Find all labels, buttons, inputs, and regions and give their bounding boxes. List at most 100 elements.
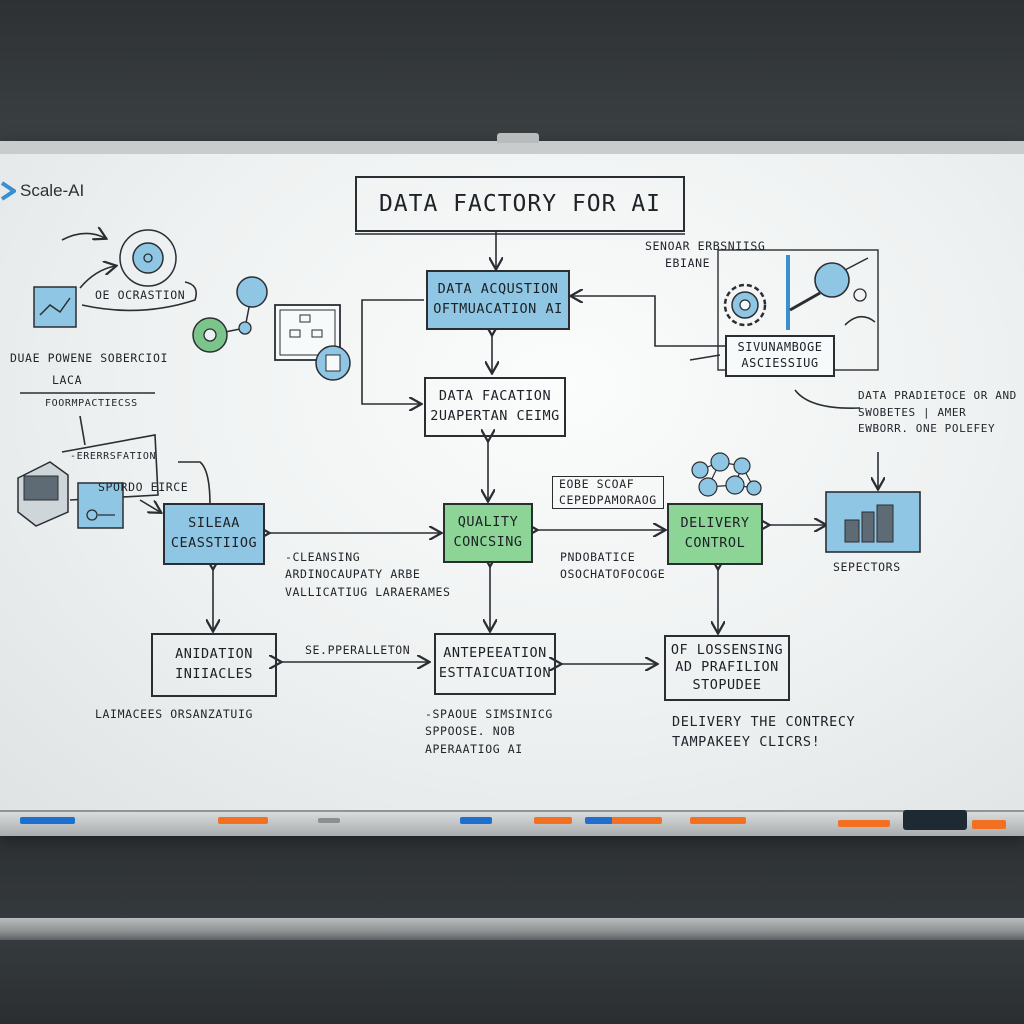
arrow-loop-acquisition-facation (361, 299, 424, 404)
sketch-line-sivun (689, 354, 721, 361)
senoar-line-1: SENOAR ERBSNIISG (645, 239, 766, 253)
sivunamboge-box: SIVUNAMBOGE ASCIESSIUG (725, 335, 835, 377)
arrow-sivun-to-acquisition (572, 296, 730, 347)
blue-marker[interactable] (460, 817, 492, 824)
note-foormpactiecss: FOORMPACTIECSS (45, 398, 138, 409)
data-pradie-line-2: SWOBETES | AMER (858, 405, 967, 419)
note-laca: LACA (52, 373, 83, 387)
spaoue-line-1: -SPAOUE SIMSINICG (425, 707, 553, 721)
acquisition-line-2: OFTMUACATION AI (433, 301, 563, 317)
eobe-line-2: CEPEDPAMORAOG (559, 492, 657, 507)
target-icon (119, 229, 177, 287)
senoar-line-2: EBIANE (665, 256, 711, 271)
lossensing-line-1: OF LOSSENSING (670, 641, 784, 658)
lossensing-line-2: AD PRAFILION (675, 659, 779, 676)
cleansing-line-3: VALLICATIUG LARAERAMES (285, 584, 451, 599)
note-senoar: SENOAR ERBSNIISG EBIANE (645, 238, 765, 273)
quality-line-2: CONCSING (453, 534, 523, 550)
delivery-control-box: DELIVERY CONTROL (667, 503, 763, 565)
delivery-note-line-2: TAMPAKEEY CLICRS! (672, 734, 821, 751)
orange-marker[interactable] (972, 820, 1006, 829)
anidation-box: ANIDATION INIIACLES (151, 633, 277, 697)
wall-rail (0, 918, 1024, 940)
data-facation-box: DATA FACATION 2UAPERTAN CEIMG (424, 377, 566, 437)
note-spordo-eirce: SPORDO EIRCE (98, 480, 189, 494)
board-clip (497, 133, 539, 143)
molecule-network-icon (691, 452, 762, 497)
sketch-hook-right (844, 315, 876, 326)
diagram-title: DATA FACTORY FOR AI (355, 176, 685, 232)
note-eobe-scoaf: EOBE SCOAF CEPEDPAMORAOG (552, 476, 664, 510)
sileaa-line-2: CEASSTIIOG (170, 535, 258, 551)
sketch-arrow-top-left (61, 233, 105, 241)
note-sepectors: SEPECTORS (833, 560, 901, 574)
sketch-tick-left (79, 415, 86, 446)
orange-marker[interactable] (838, 820, 890, 827)
storage-box-icon (17, 461, 69, 527)
facation-line-1: DATA FACATION (438, 388, 552, 405)
facation-line-2: 2UAPERTAN CEIMG (430, 408, 560, 424)
note-laimacees: LAIMACEES ORSANZATUIG (95, 707, 253, 721)
magnifier-icon (789, 257, 869, 312)
spaoue-line-3: APERAATIOG AI (425, 741, 523, 756)
note-data-pradie: DATA PRADIETOCE OR AND SWOBETES | AMER E… (858, 388, 1017, 438)
spaoue-line-2: SPPOOSE. NOB (425, 724, 516, 739)
orange-marker[interactable] (612, 817, 662, 824)
note-pndobatice: PNDOBATICE OSOCHATOFOCOGE (560, 549, 665, 584)
anidation-line-2: INIIACLES (175, 666, 253, 682)
antepeeation-box: ANTEPEEATION ESTTAICUATION (434, 633, 556, 695)
note-spaoue: -SPAOUE SIMSINICG SPPOOSE. NOB APERAATIO… (425, 706, 553, 758)
antepeeation-line-2: ESTTAICUATION (438, 665, 552, 681)
note-ererrsfation: -ERERRSFATION (70, 451, 157, 462)
pndobatice-line-1: PNDOBATICE (560, 550, 636, 564)
blue-marker[interactable] (585, 817, 613, 824)
scale-ai-logo: Scale-AI (0, 180, 84, 202)
sileaa-box: SILEAA CEASSTIIOG (163, 503, 265, 565)
monitor-flowchart-icon (274, 304, 351, 381)
quality-line-1: QUALITY (457, 514, 519, 531)
eobe-line-1: EOBE SCOAF (559, 477, 635, 491)
network-nodes-icon (192, 276, 268, 353)
delivery-line-1: DELIVERY (680, 515, 750, 532)
orange-marker[interactable] (218, 817, 268, 824)
cleansing-line-1: -CLEANSING (285, 550, 361, 564)
whiteboard-surface (0, 154, 1024, 810)
blue-marker[interactable] (20, 817, 75, 824)
toggle-card-icon (77, 482, 124, 529)
sivun-line-2: ASCIESSIUG (741, 356, 819, 370)
gear-icon (723, 283, 767, 327)
logo-text: Scale-AI (20, 181, 85, 200)
bar-chart-panel-icon (825, 491, 921, 553)
delivery-note-line-1: DELIVERY THE CONTRECY (672, 714, 856, 730)
anidation-line-1: ANIDATION (175, 646, 253, 663)
delivery-line-2: CONTROL (684, 535, 746, 551)
orange-marker[interactable] (534, 817, 572, 824)
sketch-connector-left (178, 461, 211, 506)
sketch-bracket-left (81, 281, 198, 312)
board-eraser[interactable] (903, 810, 967, 830)
antepeeation-line-1: ANTEPEEATION (443, 645, 547, 662)
quality-box: QUALITY CONCSING (443, 503, 533, 563)
lossensing-line-3: STOPUDEE (692, 676, 762, 693)
pndobatice-line-2: OSOCHATOFOCOGE (560, 567, 666, 582)
scale-ai-logo-icon (0, 181, 16, 201)
sketch-arrow-left (79, 266, 115, 289)
curve-sivun-note (794, 389, 861, 409)
note-cleansing: -CLEANSING ARDINOCAUPATY ARBE VALLICATIU… (285, 549, 451, 601)
note-duae-powene: DUAE POWENE SOBERCIOI (10, 351, 168, 365)
sileaa-line-1: SILEAA (188, 515, 240, 532)
sketch-arrow-to-sileaa (139, 499, 160, 512)
data-acquisition-box: DATA ACQUSTION OFTMUACATION AI (426, 270, 570, 330)
note-delivery: DELIVERY THE CONTRECY TAMPAKEEY CLICRS! (672, 712, 855, 753)
data-pradie-line-3: EWBORR. ONE POLEFEY (858, 422, 996, 435)
note-oe-ocrastion: OE OCRASTION (95, 288, 186, 302)
orange-marker[interactable] (690, 817, 746, 824)
note-sepfrallcton: SE.PPERALLETON (305, 643, 411, 657)
acquisition-line-1: DATA ACQUSTION (437, 281, 559, 298)
gray-marker-cap[interactable] (318, 818, 340, 823)
cleansing-line-2: ARDINOCAUPATY ARBE (285, 567, 421, 582)
sivun-line-1: SIVUNAMBOGE (737, 340, 823, 355)
lossensing-box: OF LOSSENSING AD PRAFILION STOPUDEE (664, 635, 790, 701)
chart-card-icon (33, 286, 77, 328)
